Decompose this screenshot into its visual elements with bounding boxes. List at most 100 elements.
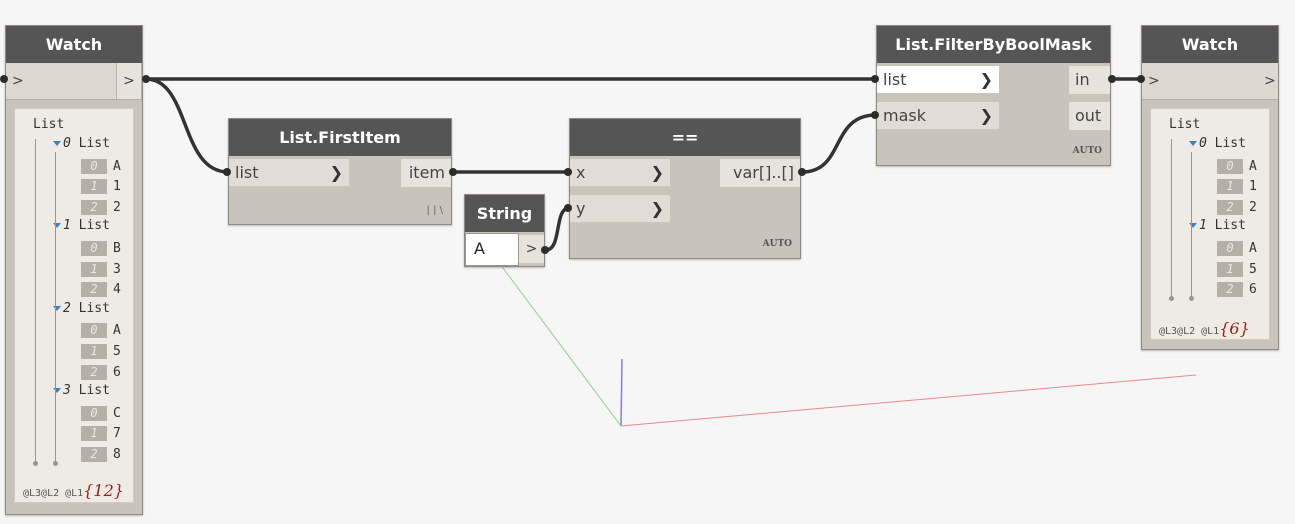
firstitem-out-dot[interactable] bbox=[449, 168, 457, 176]
axis-x-line bbox=[620, 374, 1197, 427]
tree-guide-end bbox=[1189, 295, 1194, 301]
lacing-indicator[interactable]: AUTO bbox=[762, 239, 792, 249]
port-mask[interactable]: mask ❯ bbox=[877, 102, 999, 130]
chevron-right-icon: ❯ bbox=[979, 70, 993, 89]
port-var[interactable]: var[]..[] bbox=[720, 159, 800, 187]
item-index-badge: 1 bbox=[81, 261, 107, 277]
port-out-out[interactable]: out bbox=[1069, 102, 1110, 130]
filter-mask-dot[interactable] bbox=[871, 111, 879, 119]
watch-sublist-label[interactable]: 0 List bbox=[1189, 136, 1246, 151]
tree-guide-line bbox=[55, 152, 56, 462]
equals-out-dot[interactable] bbox=[798, 168, 806, 176]
lacing-indicator[interactable]: | | \ bbox=[426, 205, 443, 216]
equals-x-dot[interactable] bbox=[564, 168, 572, 176]
port-list[interactable]: list ❯ bbox=[877, 66, 999, 94]
expand-arrow-icon[interactable] bbox=[53, 223, 61, 229]
port-item[interactable]: item bbox=[401, 159, 451, 187]
sublist-index: 3 bbox=[63, 383, 71, 399]
equals-node[interactable]: == x ❯ y ❯ var[]..[] AUTO bbox=[569, 118, 801, 259]
item-value: 6 bbox=[113, 364, 121, 380]
watch-root-label: List bbox=[1169, 117, 1201, 132]
watch-sublist-label[interactable]: 2 List bbox=[53, 301, 110, 316]
tree-guide-end bbox=[1169, 295, 1174, 301]
firstitem-in-dot[interactable] bbox=[223, 168, 231, 176]
filter-node[interactable]: List.FilterByBoolMask list ❯ mask ❯ in o… bbox=[876, 25, 1111, 166]
item-index-badge: 2 bbox=[81, 447, 107, 462]
tree-guide-line bbox=[1171, 139, 1172, 297]
port-list[interactable]: list ❯ bbox=[229, 159, 349, 187]
item-value: 2 bbox=[113, 199, 121, 215]
expand-arrow-icon[interactable] bbox=[53, 388, 61, 394]
axis-y-line bbox=[620, 358, 623, 427]
sublist-index: 1 bbox=[63, 218, 71, 234]
item-index-badge: 2 bbox=[1217, 282, 1243, 298]
wire-string-to-y[interactable] bbox=[545, 206, 570, 252]
equals-y-dot[interactable] bbox=[564, 204, 572, 212]
sublist-index: 1 bbox=[1199, 218, 1207, 234]
watch-left-in-dot[interactable] bbox=[0, 75, 8, 83]
item-index-badge: 2 bbox=[81, 282, 107, 298]
wire-watch-to-firstitem[interactable] bbox=[145, 77, 229, 174]
item-value: 5 bbox=[1249, 261, 1257, 277]
port-x[interactable]: x ❯ bbox=[570, 159, 670, 187]
watch-input-port[interactable]: > bbox=[12, 73, 24, 89]
port-in-out[interactable]: in bbox=[1069, 66, 1110, 94]
sublist-text: List bbox=[1206, 136, 1246, 151]
filter-in-out-dot[interactable] bbox=[1108, 75, 1116, 83]
item-count: {12} bbox=[83, 481, 124, 500]
axis-z-line bbox=[499, 263, 622, 427]
chevron-right-icon: ❯ bbox=[650, 163, 664, 182]
sublist-text: List bbox=[70, 300, 110, 316]
item-index-badge: 0 bbox=[81, 405, 107, 421]
port-label: in bbox=[1075, 70, 1090, 89]
watch-output-port[interactable]: > bbox=[116, 63, 142, 99]
firstitem-node[interactable]: List.FirstItem list ❯ item | | \ bbox=[228, 118, 452, 225]
item-value: C bbox=[113, 405, 121, 421]
watch-sublist-label[interactable]: 0 List bbox=[53, 136, 110, 151]
string-input[interactable]: A bbox=[465, 233, 519, 266]
item-index-badge: 2 bbox=[81, 199, 107, 215]
string-node[interactable]: String A > bbox=[464, 194, 545, 267]
sublist-index: 0 bbox=[63, 136, 71, 151]
watch-footer: @L3@L2 @L1{12} bbox=[23, 481, 124, 500]
expand-arrow-icon[interactable] bbox=[1189, 141, 1197, 146]
item-index-badge: 2 bbox=[1217, 199, 1243, 215]
node-title: Watch bbox=[1142, 26, 1278, 63]
expand-arrow-icon[interactable] bbox=[53, 305, 61, 311]
watch-sublist-label[interactable]: 1 List bbox=[1189, 218, 1246, 233]
item-index-badge: 1 bbox=[81, 179, 107, 195]
watch-left-out-dot[interactable] bbox=[142, 75, 150, 83]
expand-arrow-icon[interactable] bbox=[53, 141, 61, 146]
filter-list-dot[interactable] bbox=[871, 75, 879, 83]
item-value: 3 bbox=[113, 261, 121, 277]
watch-port-bar: > > bbox=[6, 63, 142, 100]
watch-output-port[interactable]: > bbox=[1264, 73, 1276, 89]
item-index-badge: 0 bbox=[1217, 158, 1243, 174]
item-value: A bbox=[1249, 158, 1257, 174]
string-out-dot[interactable] bbox=[541, 246, 549, 254]
string-output-port[interactable]: > bbox=[519, 235, 544, 263]
watch-right-in-dot[interactable] bbox=[1137, 75, 1145, 83]
port-y[interactable]: y ❯ bbox=[570, 195, 670, 223]
item-value: 8 bbox=[113, 447, 121, 462]
watch-sublist-label[interactable]: 3 List bbox=[53, 383, 110, 398]
item-value: 7 bbox=[113, 426, 121, 442]
expand-arrow-icon[interactable] bbox=[1189, 223, 1197, 229]
watch-input-port[interactable]: > bbox=[1148, 73, 1160, 89]
port-label: list bbox=[883, 70, 907, 89]
port-label: item bbox=[408, 163, 445, 182]
chevron-right-icon: ❯ bbox=[329, 163, 343, 182]
item-value: 1 bbox=[113, 179, 121, 195]
node-title: List.FirstItem bbox=[229, 119, 451, 156]
wire-equals-to-mask[interactable] bbox=[801, 113, 877, 174]
watch-sublist-label[interactable]: 1 List bbox=[53, 218, 110, 233]
lacing-indicator[interactable]: AUTO bbox=[1072, 146, 1102, 156]
item-index-badge: 1 bbox=[81, 344, 107, 359]
item-value: 4 bbox=[113, 282, 121, 298]
tree-guide-end bbox=[33, 460, 38, 466]
